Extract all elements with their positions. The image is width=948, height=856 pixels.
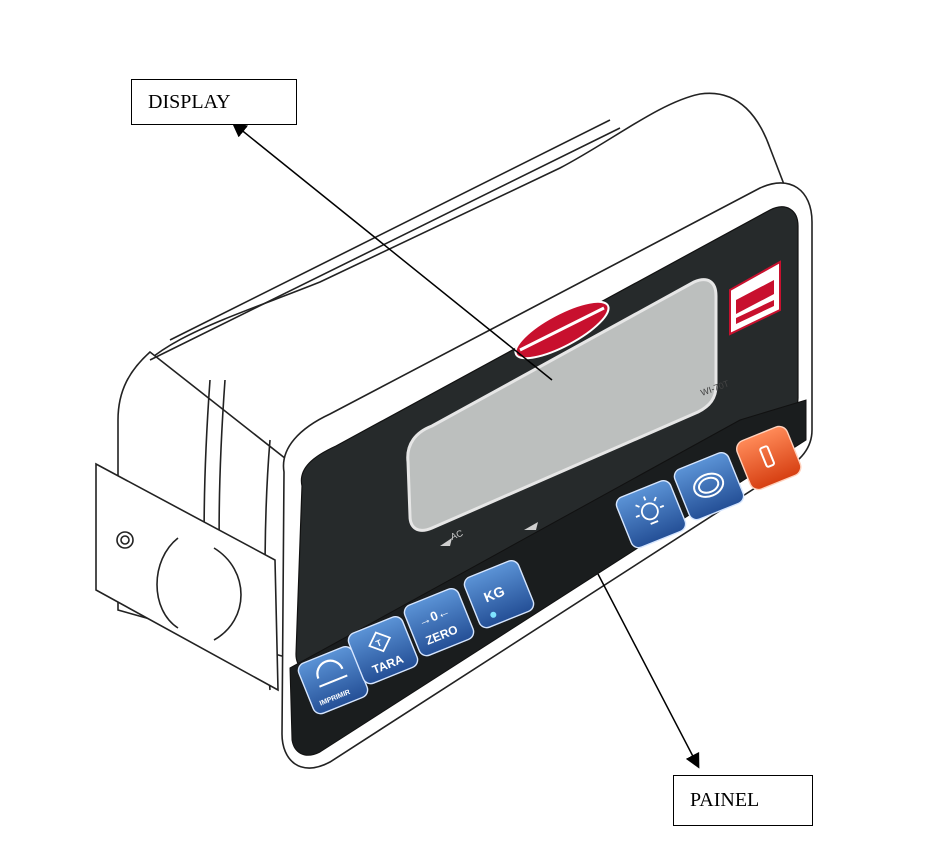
light-bulb-icon bbox=[635, 496, 665, 525]
svg-text:T: T bbox=[374, 637, 383, 649]
unit-key-label: KG bbox=[481, 583, 507, 606]
power-icon bbox=[759, 445, 775, 468]
mode-key[interactable] bbox=[672, 450, 746, 522]
brand-logo bbox=[514, 300, 610, 360]
mode-icon bbox=[693, 472, 725, 498]
display-leader-arrow bbox=[231, 122, 553, 381]
panel-leader-arrow bbox=[597, 573, 700, 769]
display-callout-box: DISPLAY bbox=[131, 79, 297, 125]
tare-key[interactable]: T TARA bbox=[346, 614, 420, 686]
power-key[interactable] bbox=[734, 424, 804, 492]
key-strip bbox=[289, 399, 807, 756]
display-callout-label: DISPLAY bbox=[148, 90, 231, 113]
status-indicator-arrow bbox=[524, 522, 538, 530]
ac-indicator-arrow bbox=[440, 538, 452, 546]
panel-callout-box: PAINEL bbox=[673, 775, 813, 826]
panel-callout-label: PAINEL bbox=[690, 789, 760, 811]
zero-key[interactable]: →0← ZERO bbox=[402, 586, 476, 658]
ac-indicator-label: AC bbox=[449, 528, 465, 542]
unit-key[interactable]: KG bbox=[462, 558, 536, 630]
light-key[interactable] bbox=[614, 478, 688, 550]
print-key[interactable]: IMPRIMIR bbox=[296, 644, 370, 716]
side-logo bbox=[729, 260, 781, 336]
mounting-bracket bbox=[95, 462, 279, 692]
lcd-window bbox=[406, 278, 718, 532]
